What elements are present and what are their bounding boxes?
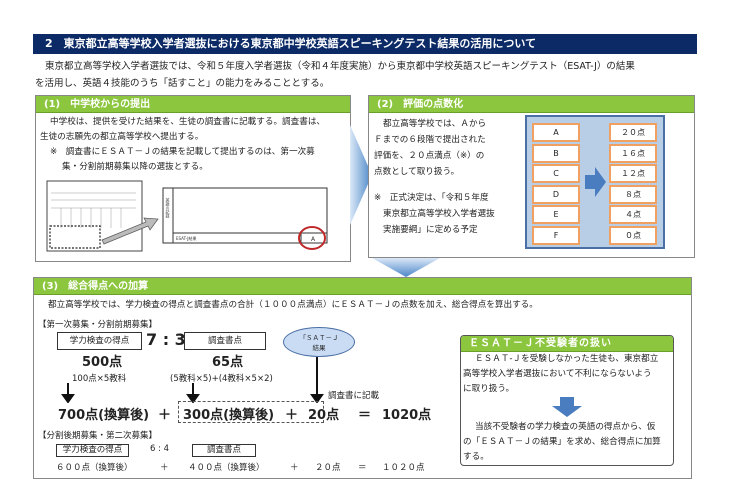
highlight-circle bbox=[298, 226, 326, 250]
points-cell: １２点 bbox=[609, 164, 657, 183]
points-cell: ８点 bbox=[609, 184, 657, 204]
right-arrow-icon bbox=[585, 167, 606, 197]
exam-score-box: 学力検査の得点 bbox=[57, 332, 142, 350]
eq-report: 300点(換算後) bbox=[183, 408, 275, 423]
report-form-illustration: 英語の記録 ESAT-J結果 A bbox=[46, 180, 328, 252]
report-dashed-group bbox=[178, 401, 324, 423]
text: 生徒の志願先の都立高等学校へ提出する。 bbox=[40, 132, 204, 142]
right-arrow-icon bbox=[350, 125, 372, 225]
report-score-box-2: 調査書点 bbox=[192, 444, 256, 457]
eq-plus: ＋ bbox=[285, 408, 299, 423]
intro-line-1: 東京都立高等学校入学者選抜では、令和５年度入学者選抜（令和４年度実施）から東京都… bbox=[45, 61, 635, 72]
page-title: 2 東京都立高等学校入学者選抜における東京都中学校英語スピーキングテスト結果の活… bbox=[33, 34, 697, 54]
second-round-label: 【分割後期募集・第二次募集】 bbox=[38, 431, 158, 441]
section1-panel: (1) 中学校からの提出 中学校は、提供を受けた結果を、生徒の調査書に記載する。… bbox=[35, 95, 351, 262]
report-note: 調査書に記載 bbox=[328, 391, 380, 401]
section3-header: (3) 総合得点への加算 bbox=[34, 278, 691, 295]
report-calc: (5教科×5)+(4教科×5×2) bbox=[170, 374, 273, 384]
eq2-equals: ＝ bbox=[358, 463, 367, 473]
grade-cell: B bbox=[532, 143, 580, 163]
eq2-exam: ６００点（換算後） bbox=[56, 463, 133, 473]
eq2-plus: ＋ bbox=[290, 463, 299, 473]
grade-cell: D bbox=[532, 184, 580, 204]
flow-arrows bbox=[61, 357, 324, 403]
points-cell: ４点 bbox=[609, 205, 657, 224]
text: 実施要綱」に定める予定 bbox=[383, 225, 478, 235]
intro-line-2: を活用し、英語４技能のうち「話すこと」の能力をみることとする。 bbox=[35, 78, 330, 89]
eq-total: 1020点 bbox=[382, 408, 432, 423]
text: 当該不受験者の学力検査の英語の得点から、仮 bbox=[475, 422, 656, 432]
eq-plus: ＋ bbox=[158, 408, 172, 423]
text: ※ 調査書にＥＳＡＴ－Ｊの結果を記載して提出するのは、第一次募 bbox=[50, 147, 315, 157]
grade-cell: A bbox=[532, 123, 580, 142]
text: に取り扱う。 bbox=[463, 384, 515, 394]
form-grade: A bbox=[311, 236, 316, 243]
text: 東京都立高等学校入学者選抜 bbox=[383, 209, 495, 219]
exam-points: 500点 bbox=[82, 355, 123, 370]
eq-exam: 700点(換算後) bbox=[58, 408, 150, 423]
section1-header: (1) 中学校からの提出 bbox=[36, 96, 350, 113]
ratio: 7 : 3 bbox=[146, 330, 186, 349]
exam-calc: 100点×5教科 bbox=[72, 374, 127, 384]
exam-score-box-2: 学力検査の得点 bbox=[56, 444, 129, 457]
ratio-2: 6 : 4 bbox=[150, 444, 170, 454]
non-taker-header: ＥＳＡＴ－Ｊ不受験者の扱い bbox=[461, 336, 673, 352]
text: 評価を、２０点満点（※）の bbox=[374, 151, 485, 161]
down-arrow-icon bbox=[372, 258, 440, 277]
grade-cell: C bbox=[532, 164, 580, 183]
section3-intro: 都立高等学校では、学力検査の得点と調査書点の合計（１０００点満点）にＥＳＡＴ－Ｊ… bbox=[48, 300, 538, 310]
section2-panel: (2) 評価の点数化 都立高等学校では、Ａから Ｆまでの６段階で提出された 評価… bbox=[368, 95, 695, 258]
report-score-box: 調査書点 bbox=[184, 332, 266, 350]
text: ※ 正式決定は、「令和５年度 bbox=[374, 193, 489, 203]
eq2-esat: ２０点 bbox=[315, 463, 341, 473]
eq2-total: １０２０点 bbox=[382, 463, 425, 473]
grade-cell: F bbox=[532, 225, 580, 245]
text: 集・分割前期募集以降の選抜とする。 bbox=[62, 162, 208, 172]
text: 都立高等学校では、Ａから bbox=[383, 119, 487, 129]
eq-equals: ＝ bbox=[358, 408, 372, 423]
eq2-plus: ＋ bbox=[160, 463, 169, 473]
text: Ｆまでの６段階で提出された bbox=[374, 135, 486, 145]
text: の「ＥＳＡＴ－Ｊの結果」を求め、総合得点に加算 bbox=[463, 437, 661, 447]
first-round-label: 【第一次募集・分割前期募集】 bbox=[38, 320, 158, 330]
text: ＥＳＡＴ-Ｊを受験しなかった生徒も、東京都立 bbox=[475, 354, 659, 364]
text: 中学校は、提供を受けた結果を、生徒の調査書に記載する。調査書は、 bbox=[50, 117, 326, 127]
conversion-table: A ２０点 B １６点 C １２点 D ８点 E ４点 F ０点 bbox=[525, 115, 665, 249]
points-cell: １６点 bbox=[609, 143, 657, 163]
report-points: 65点 bbox=[212, 355, 244, 370]
grade-cell: E bbox=[532, 205, 580, 224]
text: する。 bbox=[463, 452, 489, 462]
text: 高等学校入学者選抜において不利にならないよう bbox=[463, 369, 652, 379]
form-label: ESAT-J結果 bbox=[176, 235, 197, 241]
section2-header: (2) 評価の点数化 bbox=[369, 96, 694, 113]
form-side-label: 英語の記録 bbox=[166, 197, 171, 218]
points-cell: ０点 bbox=[609, 225, 657, 245]
eq2-report: ４００点（換算後） bbox=[188, 463, 265, 473]
points-cell: ２０点 bbox=[609, 123, 657, 142]
text: 点数として取り扱う。 bbox=[374, 167, 460, 177]
eq-esat: 20点 bbox=[308, 408, 340, 423]
non-taker-panel: ＥＳＡＴ－Ｊ不受験者の扱い ＥＳＡＴ-Ｊを受験しなかった生徒も、東京都立 高等学… bbox=[460, 335, 674, 466]
down-arrow-icon bbox=[552, 397, 582, 417]
